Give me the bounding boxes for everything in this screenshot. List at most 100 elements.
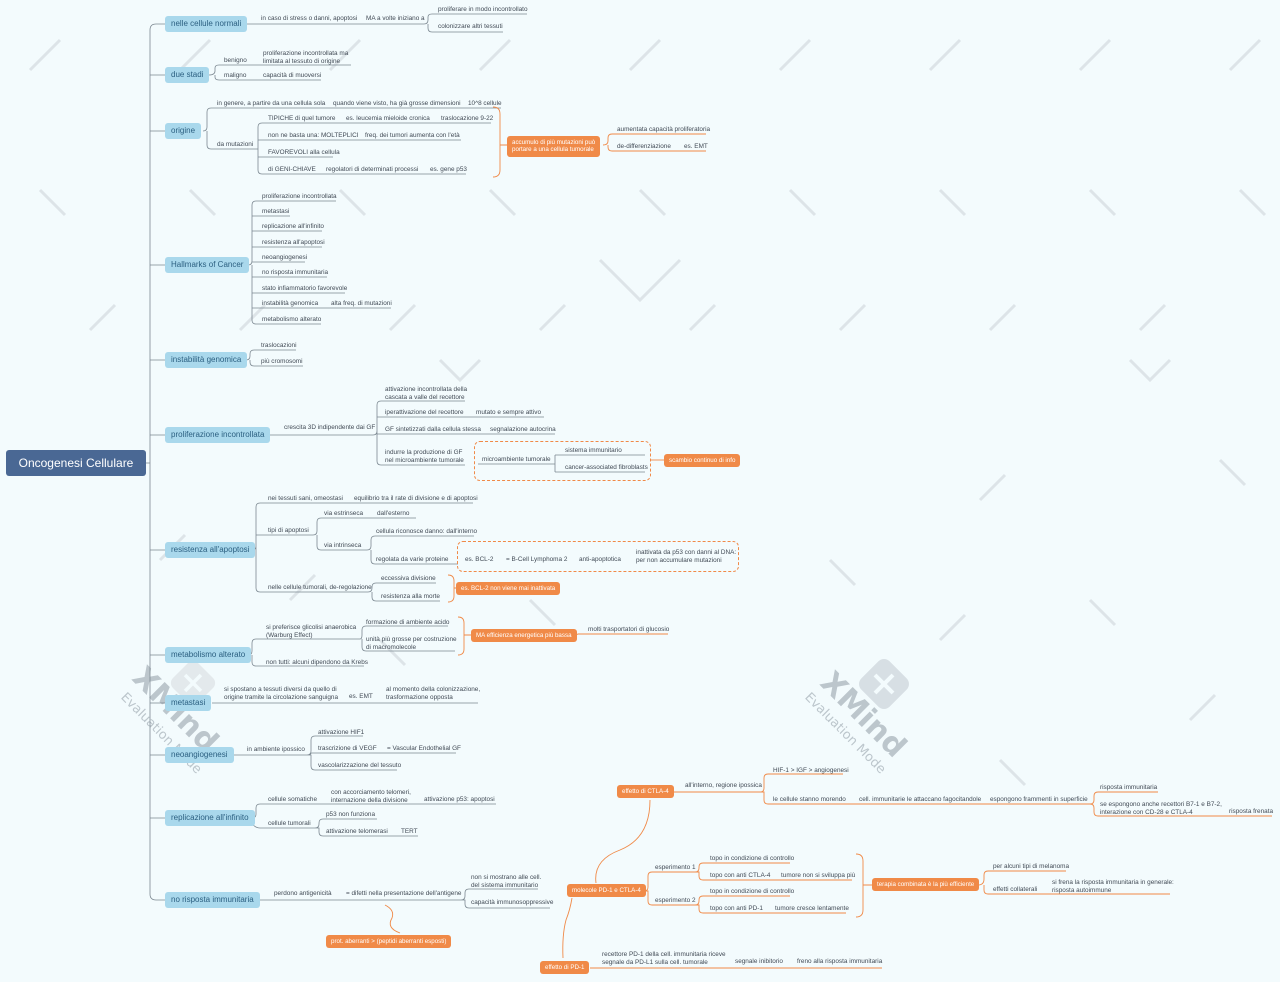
topic-replicazione-infinito[interactable]: replicazione all'infinito <box>165 810 255 826</box>
node[interactable]: microambiente tumorale <box>482 456 551 463</box>
node[interactable]: replicazione all'infinito <box>262 223 324 230</box>
callout-accumulo-mutazioni[interactable]: accumulo di più mutazioni può portare a … <box>507 136 601 157</box>
node[interactable]: proliferare in modo incontrollato <box>438 6 528 13</box>
node[interactable]: proliferazione incontrollata ma limitata… <box>263 50 349 65</box>
node[interactable]: trascrizione di VEGF <box>318 745 377 752</box>
topic-metabolismo-alterato[interactable]: metabolismo alterato <box>165 647 252 663</box>
node[interactable]: regolatori di determinati processi <box>326 166 419 173</box>
node[interactable]: es. BCL-2 <box>465 556 494 563</box>
node[interactable]: indurre la produzione di GF nel microamb… <box>385 449 464 464</box>
node[interactable]: crescita 3D indipendente dai GF <box>284 424 376 431</box>
node[interactable]: segnalazione autocrina <box>490 426 556 433</box>
topic-no-risposta-immunitaria[interactable]: no risposta immunitaria <box>165 892 260 908</box>
node[interactable]: alta freq. di mutazioni <box>331 300 392 307</box>
node[interactable]: più cromosomi <box>261 358 303 365</box>
node[interactable]: topo in condizione di controllo <box>710 888 795 895</box>
node[interactable]: anti-apoptotica <box>579 556 621 563</box>
node[interactable]: perdono antigenicità <box>274 890 332 897</box>
node[interactable]: topo in condizione di controllo <box>710 855 795 862</box>
node[interactable]: in ambiente ipossico <box>247 746 305 753</box>
node[interactable]: segnale inibitorio <box>735 958 783 965</box>
node[interactable]: capacità di muoversi <box>263 72 322 79</box>
node[interactable]: metastasi <box>262 208 290 215</box>
node[interactable]: proliferazione incontrollata <box>262 193 337 200</box>
node[interactable]: capacità immunosoppressive <box>471 899 554 906</box>
node[interactable]: in genere, a partire da una cellula sola <box>217 100 326 107</box>
node[interactable]: resistenza alla morte <box>381 593 440 600</box>
topic-hallmarks-of-cancer[interactable]: Hallmarks of Cancer <box>165 257 250 273</box>
topic-metastasi[interactable]: metastasi <box>165 695 212 711</box>
topic-proliferazione-incontrollata[interactable]: proliferazione incontrollata <box>165 427 271 443</box>
node[interactable]: HIF-1 > IGF > angiogenesi <box>773 767 849 774</box>
topic-resistenza-apoptosi[interactable]: resistenza all'apoptosi <box>165 542 256 558</box>
node[interactable]: effetti collaterali <box>993 886 1038 893</box>
topic-due-stadi[interactable]: due stadi <box>165 67 210 83</box>
node[interactable]: espongono frammenti in superficie <box>990 796 1088 803</box>
node[interactable]: si preferisce glicolisi anaerobica (Warb… <box>266 624 357 639</box>
node[interactable]: tumore non si sviluppa più <box>781 872 856 879</box>
node[interactable]: di GENI-CHIAVE <box>268 166 316 173</box>
node[interactable]: nei tessuti sani, omeostasi <box>268 495 343 502</box>
node[interactable]: MA a volte iniziano a <box>366 15 425 22</box>
callout-effetto-ctla4[interactable]: effetto di CTLA-4 <box>617 785 674 799</box>
callout-effetto-pd1[interactable]: effetto di PD-1 <box>540 961 590 975</box>
node[interactable]: tipi di apoptosi <box>268 527 309 534</box>
node[interactable]: si frena la risposta immunitaria in gene… <box>1052 879 1174 894</box>
node[interactable]: cancer-associated fibroblasts <box>565 464 648 471</box>
callout-efficienza-energetica[interactable]: MA efficienza energetica più bassa <box>471 629 577 643</box>
callout-prot-aberranti[interactable]: prot. aberranti > (peptidi aberranti esp… <box>326 935 452 949</box>
node[interactable]: formazione di ambiente acido <box>366 619 450 626</box>
node[interactable]: resistenza all'apoptosi <box>262 239 325 246</box>
node[interactable]: cell. immunitarie le attaccano fagocitan… <box>859 796 982 803</box>
node[interactable]: freno alla risposta immunitaria <box>797 958 883 965</box>
root-topic[interactable]: Oncogenesi Cellulare <box>6 450 146 476</box>
node[interactable]: 10^8 cellule <box>468 100 502 107</box>
node[interactable]: le cellule stanno morendo <box>773 796 846 803</box>
node[interactable]: molti trasportatori di glucosio <box>588 626 670 633</box>
topic-instabilita-genomica[interactable]: instabilità genomica <box>165 352 248 368</box>
node[interactable]: con accorciamento telomeri, internazione… <box>331 789 411 804</box>
node[interactable]: se espongono anche recettori B7-1 e B7-2… <box>1100 801 1222 816</box>
node[interactable]: colonizzare altri tessuti <box>438 23 503 30</box>
node[interactable]: metabolismo alterato <box>262 316 322 323</box>
node[interactable]: da mutazioni <box>217 141 254 148</box>
node[interactable]: cellula riconosce danno: dall'interno <box>376 528 478 535</box>
node[interactable]: stato infiammatorio favorevole <box>262 285 348 292</box>
node[interactable]: = difetti nella presentazione dell'antig… <box>346 890 462 897</box>
node[interactable]: attivazione HIF1 <box>318 729 365 736</box>
node[interactable]: non si mostrano alle cell. del sistema i… <box>471 874 542 889</box>
node[interactable]: neoangiogenesi <box>262 254 308 261</box>
node[interactable]: traslocazione 9-22 <box>441 115 494 122</box>
node[interactable]: risposta immunitaria <box>1100 784 1158 791</box>
node[interactable]: aumentata capacità proliferatoria <box>617 126 711 133</box>
node[interactable]: GF sintetizzati dalla cellula stessa <box>385 426 481 433</box>
callout-bcl2-inattivata[interactable]: es. BCL-2 non viene mai inattivata <box>456 582 561 596</box>
node[interactable]: non tutti: alcuni dipendono da Krebs <box>266 659 368 666</box>
node[interactable]: in caso di stress o danni, apoptosi <box>261 15 358 22</box>
node[interactable]: es. gene p53 <box>430 166 467 173</box>
node[interactable]: equilibrio tra il rate di divisione e di… <box>354 495 478 502</box>
node[interactable]: mutato e sempre attivo <box>476 409 542 416</box>
node[interactable]: no risposta immunitaria <box>262 269 329 276</box>
node[interactable]: es. EMT <box>684 143 708 150</box>
topic-nelle-cellule-normali[interactable]: nelle cellule normali <box>165 16 248 32</box>
node[interactable]: attivazione incontrollata della cascata … <box>385 386 468 401</box>
node[interactable]: via intrinseca <box>324 542 362 549</box>
callout-scambio-info[interactable]: scambio continuo di info <box>664 454 741 468</box>
node[interactable]: al momento della colonizzazione, trasfor… <box>386 686 481 701</box>
node[interactable]: eccessiva divisione <box>381 575 436 582</box>
node[interactable]: sistema immunitario <box>565 447 622 454</box>
node[interactable]: per alcuni tipi di melanoma <box>993 863 1070 870</box>
node[interactable]: all'interno, regione ipossica <box>685 782 762 789</box>
node[interactable]: non ne basta una: MOLTEPLICI <box>268 132 359 139</box>
callout-terapia-combinata[interactable]: terapia combinata è la più efficiente <box>872 878 980 892</box>
node[interactable]: tumore cresce lentamente <box>775 905 849 912</box>
node[interactable]: = B-Cell Lymphoma 2 <box>506 556 568 563</box>
node[interactable]: es. EMT <box>349 693 373 700</box>
node[interactable]: quando viene visto, ha già grosse dimens… <box>333 100 461 107</box>
node[interactable]: vascolarizzazione del tessuto <box>318 762 402 769</box>
node[interactable]: benigno <box>224 57 247 64</box>
node[interactable]: unità più grosse per costruzione di macr… <box>366 636 457 651</box>
node[interactable]: TERT <box>401 828 418 835</box>
node[interactable]: TIPICHE di quel tumore <box>268 115 336 122</box>
